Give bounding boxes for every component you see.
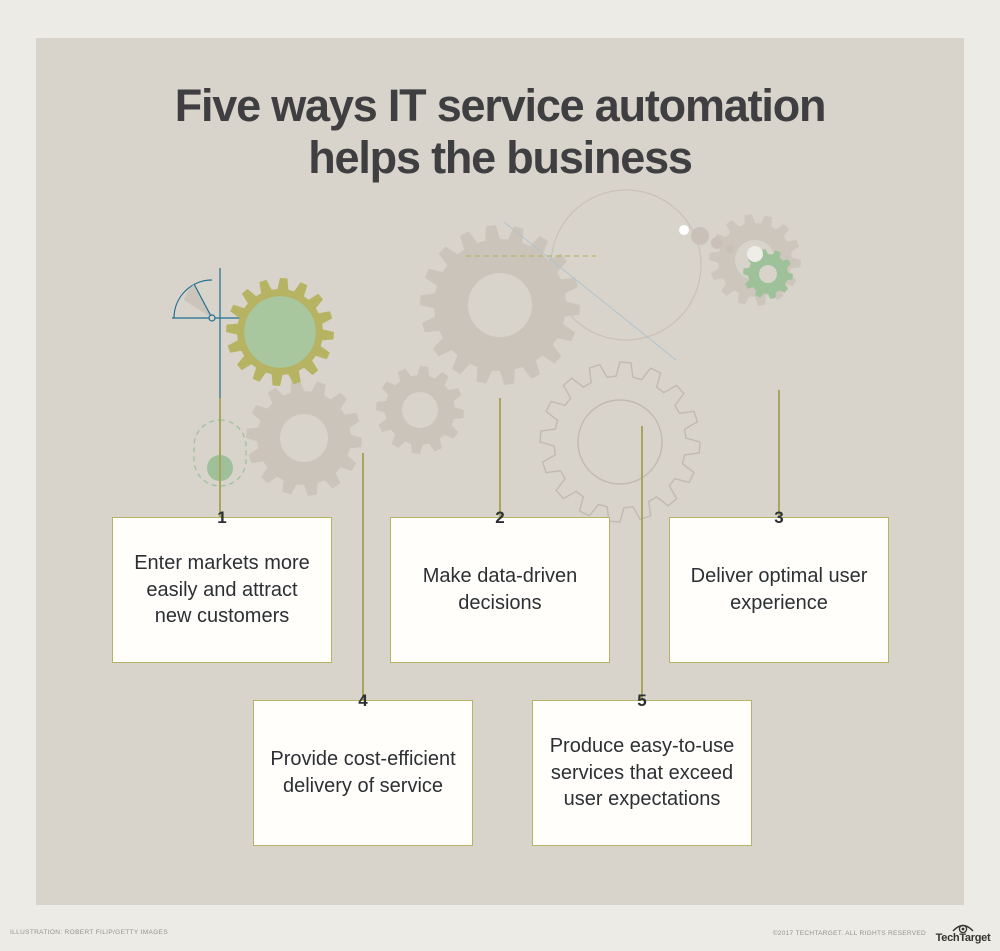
step-card-4: 4 Provide cost-efficient delivery of ser… xyxy=(253,691,473,846)
step-badge: 4 xyxy=(336,674,390,728)
step-number: 3 xyxy=(774,508,784,527)
step-number: 4 xyxy=(358,691,368,710)
page-title: Five ways IT service automation helps th… xyxy=(36,80,964,184)
title-line-2: helps the business xyxy=(308,132,693,184)
credit-text: ILLUSTRATION: ROBERT FILIP/GETTY IMAGES xyxy=(10,929,169,936)
step-text: Enter markets more easily and attract ne… xyxy=(134,552,310,628)
step-text: Deliver optimal user experience xyxy=(690,565,868,614)
infographic-panel: Five ways IT service automation helps th… xyxy=(36,38,964,905)
brand-name: TechTarget xyxy=(935,932,991,944)
title-line-1: Five ways IT service automation xyxy=(174,80,827,131)
copyright-text: ©2017 TECHTARGET. ALL RIGHTS RESERVED xyxy=(772,930,926,937)
step-text: Produce easy-to-use services that exceed… xyxy=(549,735,735,811)
connector-line-5 xyxy=(641,426,643,701)
step-badge: 1 xyxy=(195,491,249,545)
step-number: 1 xyxy=(217,508,227,527)
step-card-5: 5 Produce easy-to-use services that exce… xyxy=(532,691,752,846)
connector-line-4 xyxy=(362,453,364,701)
eye-icon xyxy=(952,924,974,933)
step-card-1: 1 Enter markets more easily and attract … xyxy=(112,508,332,663)
step-text: Provide cost-efficient delivery of servi… xyxy=(270,748,456,797)
step-badge: 3 xyxy=(752,491,806,545)
footer-right: ©2017 TECHTARGET. ALL RIGHTS RESERVED Te… xyxy=(773,919,992,944)
step-text: Make data-driven decisions xyxy=(422,565,578,614)
connector-line-3 xyxy=(778,390,780,518)
techtarget-logo: TechTarget xyxy=(934,919,992,944)
connector-line-1 xyxy=(219,398,221,518)
step-number: 5 xyxy=(637,691,647,710)
gears-illustration xyxy=(172,189,801,523)
connector-line-2 xyxy=(499,398,501,518)
step-card-3: 3 Deliver optimal user experience xyxy=(669,508,889,663)
step-number: 2 xyxy=(495,508,505,527)
step-card-2: 2 Make data-driven decisions xyxy=(390,508,610,663)
step-badge: 2 xyxy=(473,491,527,545)
step-badge: 5 xyxy=(615,674,669,728)
